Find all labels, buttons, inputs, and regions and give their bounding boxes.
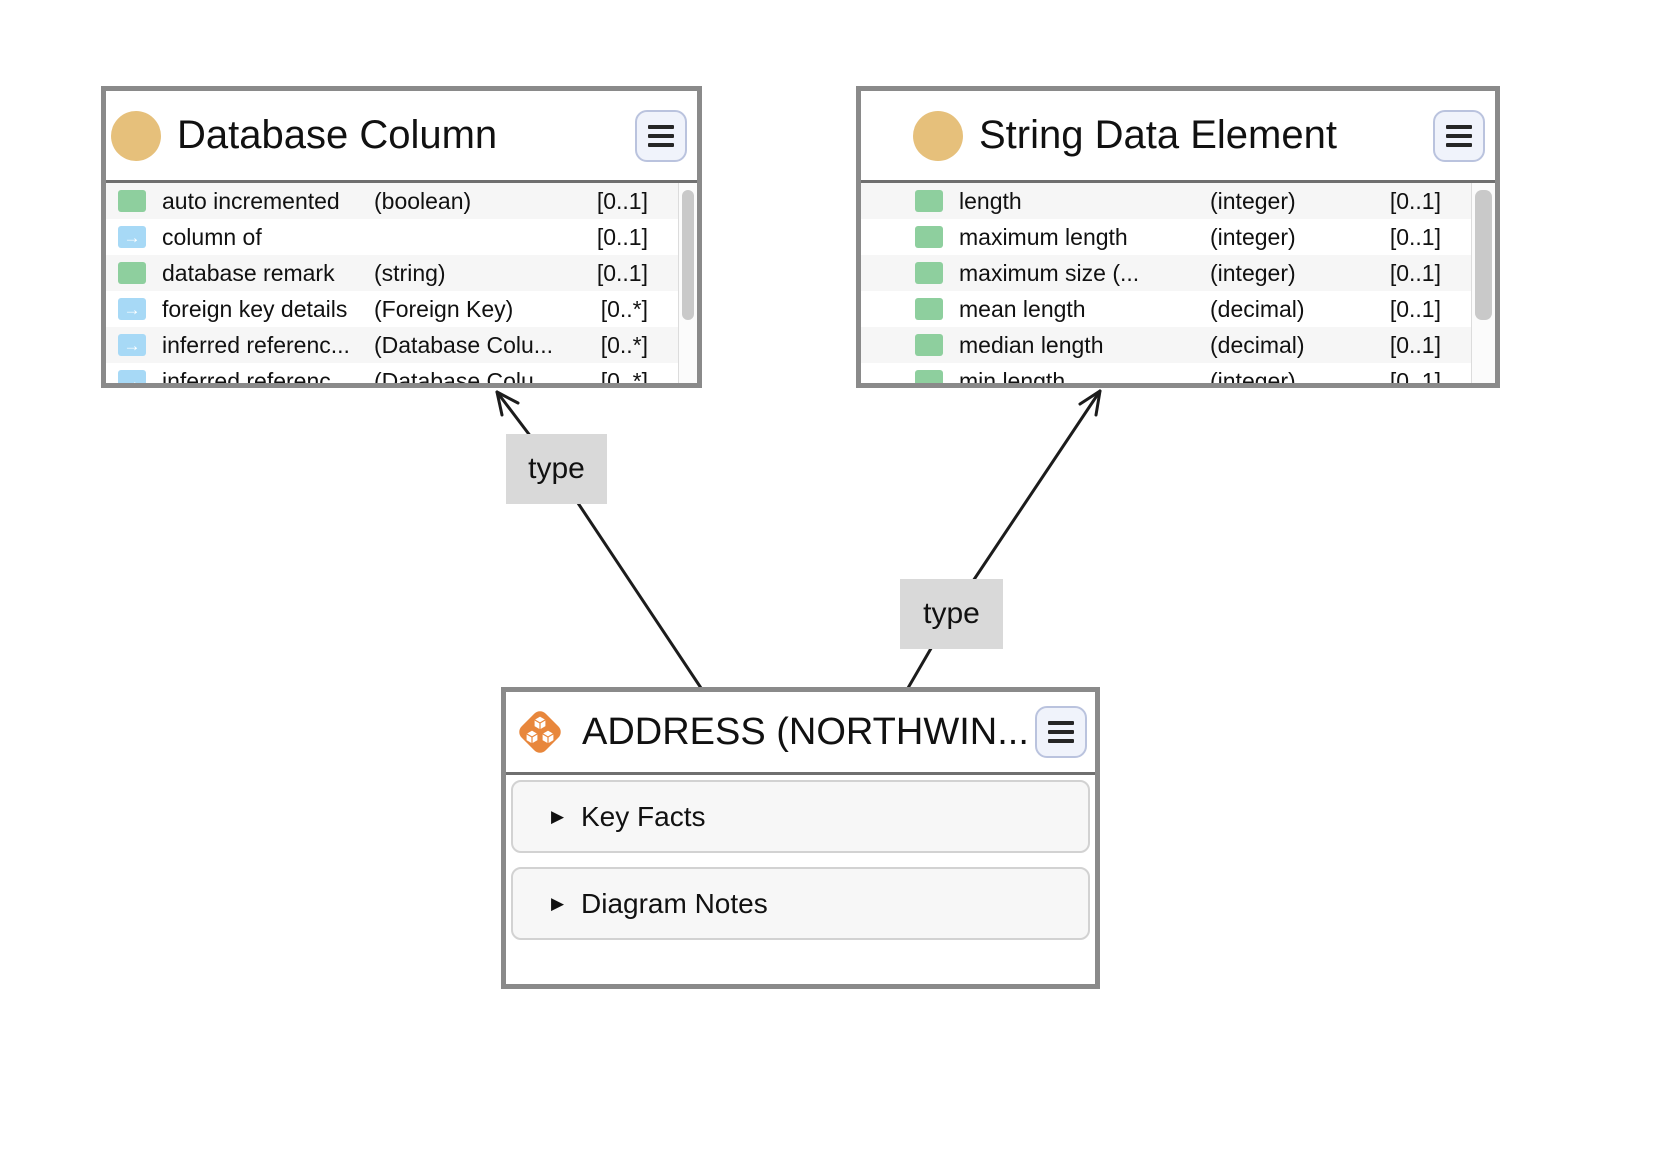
attribute-cardinality: [0..1]	[1389, 187, 1441, 214]
section-diagram-notes[interactable]: ▶ Diagram Notes	[511, 867, 1090, 940]
cubes-diamond-icon	[514, 706, 566, 758]
attribute-list: length (integer) [0..1] maximum length (…	[861, 183, 1495, 383]
attribute-name: foreign key details	[162, 295, 348, 322]
attribute-type: (Database Colu...	[374, 331, 553, 358]
attribute-row[interactable]: → inferred referenc... (Database Colu...…	[106, 327, 678, 363]
attribute-name: inferred referenc...	[162, 331, 350, 358]
relation-arrow-icon: →	[118, 370, 146, 383]
attribute-row[interactable]: → inferred referenc... (Database Colu...…	[106, 363, 678, 383]
attribute-cardinality: [0..1]	[1389, 295, 1441, 322]
menu-button[interactable]	[635, 109, 687, 162]
attribute-icon	[915, 262, 943, 284]
node-address-northwind[interactable]: ADDRESS (NORTHWIN... ▶ Key Facts ▶ Diagr…	[501, 687, 1100, 989]
node-header: String Data Element	[861, 91, 1495, 183]
node-title: ADDRESS (NORTHWIN...	[582, 710, 1029, 753]
attribute-row[interactable]: length (integer) [0..1]	[861, 183, 1471, 219]
attribute-name: mean length	[959, 295, 1086, 322]
attribute-row[interactable]: min length (integer) [0..1]	[861, 363, 1471, 383]
section-label: Key Facts	[581, 800, 706, 832]
node-database-column[interactable]: Database Column auto incremented (boolea…	[101, 86, 702, 388]
node-sections: ▶ Key Facts ▶ Diagram Notes	[506, 775, 1095, 940]
attribute-cardinality: [0..*]	[600, 295, 648, 322]
attribute-cardinality: [0..1]	[596, 187, 648, 214]
attribute-type: (decimal)	[1210, 295, 1305, 322]
attribute-row[interactable]: median length (decimal) [0..1]	[861, 327, 1471, 363]
class-circle-icon	[111, 110, 161, 161]
scrollbar-thumb[interactable]	[1475, 190, 1492, 320]
attribute-type: (integer)	[1210, 223, 1296, 250]
attribute-name: length	[959, 187, 1022, 214]
attribute-type: (string)	[374, 259, 446, 286]
attribute-name: median length	[959, 331, 1104, 358]
attribute-type: (integer)	[1210, 367, 1296, 384]
section-label: Diagram Notes	[581, 887, 768, 919]
relation-arrow-icon: →	[118, 334, 146, 356]
menu-button[interactable]	[1035, 706, 1087, 758]
caret-right-icon: ▶	[551, 893, 565, 913]
attribute-cardinality: [0..1]	[596, 259, 648, 286]
attribute-list: auto incremented (boolean) [0..1] → colu…	[106, 183, 697, 383]
attribute-rows: auto incremented (boolean) [0..1] → colu…	[106, 183, 678, 383]
scrollbar[interactable]	[1471, 183, 1495, 383]
node-string-data-element[interactable]: String Data Element length (integer) [0.…	[856, 86, 1500, 388]
caret-right-icon: ▶	[551, 806, 565, 826]
attribute-icon	[915, 334, 943, 356]
attribute-name: column of	[162, 223, 262, 250]
attribute-cardinality: [0..1]	[596, 223, 648, 250]
attribute-type: (boolean)	[374, 187, 472, 214]
attribute-type: (integer)	[1210, 187, 1296, 214]
attribute-row[interactable]: maximum length (integer) [0..1]	[861, 219, 1471, 255]
attribute-name: inferred referenc...	[162, 367, 350, 384]
attribute-cardinality: [0..1]	[1389, 259, 1441, 286]
node-title: String Data Element	[979, 113, 1337, 157]
attribute-name: database remark	[162, 259, 335, 286]
attribute-name: auto incremented	[162, 187, 340, 214]
attribute-icon	[118, 190, 146, 212]
attribute-row[interactable]: → column of [0..1]	[106, 219, 678, 255]
node-header: ADDRESS (NORTHWIN...	[506, 692, 1095, 775]
attribute-icon	[118, 262, 146, 284]
attribute-icon	[915, 370, 943, 383]
attribute-icon	[915, 226, 943, 248]
attribute-icon	[915, 190, 943, 212]
attribute-type: (decimal)	[1210, 331, 1305, 358]
scrollbar[interactable]	[678, 183, 697, 383]
scrollbar-thumb[interactable]	[682, 190, 694, 320]
attribute-cardinality: [0..1]	[1389, 367, 1441, 384]
attribute-name: min length	[959, 367, 1066, 384]
node-header: Database Column	[106, 91, 697, 183]
section-key-facts[interactable]: ▶ Key Facts	[511, 780, 1090, 853]
attribute-row[interactable]: auto incremented (boolean) [0..1]	[106, 183, 678, 219]
attribute-rows: length (integer) [0..1] maximum length (…	[861, 183, 1471, 383]
attribute-type: (Database Colu...	[374, 367, 553, 384]
attribute-cardinality: [0..*]	[600, 331, 648, 358]
relation-arrow-icon: →	[118, 226, 146, 248]
attribute-type: (Foreign Key)	[374, 295, 514, 322]
relation-arrow-icon: →	[118, 298, 146, 320]
edge-label-type-string-data-element[interactable]: type	[900, 579, 1003, 649]
attribute-row[interactable]: database remark (string) [0..1]	[106, 255, 678, 291]
attribute-type: (integer)	[1210, 259, 1296, 286]
attribute-row[interactable]: mean length (decimal) [0..1]	[861, 291, 1471, 327]
attribute-name: maximum size (...	[959, 259, 1140, 286]
node-title: Database Column	[177, 113, 498, 157]
attribute-name: maximum length	[959, 223, 1128, 250]
menu-button[interactable]	[1433, 109, 1485, 162]
edge-label-type-database-column[interactable]: type	[506, 434, 607, 504]
attribute-icon	[915, 298, 943, 320]
attribute-cardinality: [0..1]	[1389, 223, 1441, 250]
attribute-cardinality: [0..*]	[600, 367, 648, 384]
attribute-row[interactable]: maximum size (... (integer) [0..1]	[861, 255, 1471, 291]
attribute-row[interactable]: → foreign key details (Foreign Key) [0..…	[106, 291, 678, 327]
class-circle-icon	[913, 110, 963, 161]
attribute-cardinality: [0..1]	[1389, 331, 1441, 358]
